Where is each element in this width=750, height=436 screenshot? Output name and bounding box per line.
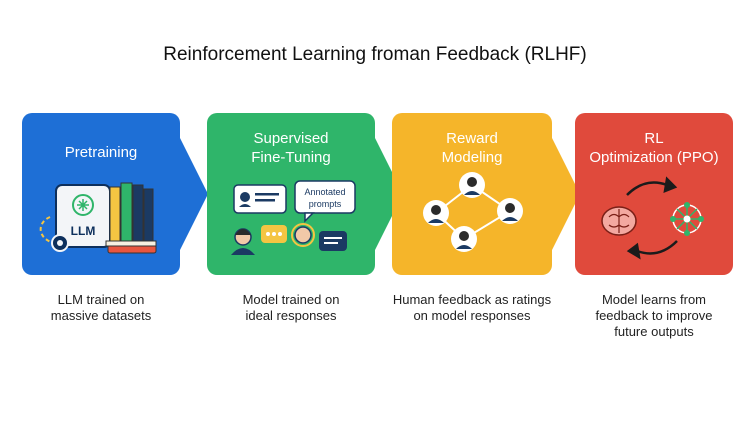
caption-rl: Model learns from feedback to improve fu… xyxy=(575,292,733,340)
caption-reward: Human feedback as ratings on model respo… xyxy=(380,292,564,324)
person-icon xyxy=(291,223,315,247)
stage-rl-optimization: RL Optimization (PPO) xyxy=(575,113,733,275)
stage-label-line: Fine-Tuning xyxy=(251,149,331,166)
gear-icon xyxy=(39,216,69,252)
rl-illustration xyxy=(601,176,704,260)
person-icon xyxy=(497,198,523,224)
stage-label-line: Pretraining xyxy=(64,144,138,161)
person-icon xyxy=(423,200,449,226)
reward-illustration xyxy=(423,172,523,252)
stage-pretraining: Pretraining LLM xyxy=(22,113,180,275)
stage-reward-modeling: Reward Modeling xyxy=(392,113,552,275)
caption-line: Model trained on xyxy=(242,292,340,307)
stage-supervised-fine-tuning: Supervised Fine-Tuning Annotated prompts xyxy=(207,113,375,275)
network-icon xyxy=(670,202,704,236)
caption-line: future outputs xyxy=(614,324,694,339)
stage-label-line: Modeling xyxy=(441,149,503,166)
chat-bubble-icon xyxy=(261,225,287,243)
annotated-prompts-bubble xyxy=(294,180,356,223)
diagram-title: Reinforcement Learning froman Feedback (… xyxy=(163,44,587,65)
caption-line: feedback to improve xyxy=(595,308,713,323)
stage-label-line: Supervised xyxy=(253,130,329,147)
bubble-text-line: Annotated xyxy=(304,187,345,197)
chat-bubble-icon xyxy=(319,231,347,251)
brain-icon xyxy=(601,206,637,236)
caption-pretraining: LLM trained on massive datasets xyxy=(22,292,180,324)
stage-label-line: RL xyxy=(644,130,664,147)
person-icon xyxy=(459,172,485,198)
bubble-text-line: prompts xyxy=(309,199,342,209)
llm-text: LLM xyxy=(71,224,96,238)
book-stack-icon xyxy=(105,182,157,254)
caption-supervised: Model trained on ideal responses xyxy=(207,292,375,324)
caption-line: Human feedback as ratings xyxy=(392,292,552,307)
stage-label-line: Optimization (PPO) xyxy=(589,149,719,166)
caption-line: on model responses xyxy=(413,308,531,323)
person-icon xyxy=(231,228,255,255)
cycle-arrows-icon xyxy=(626,176,678,260)
caption-line: massive datasets xyxy=(50,308,152,323)
llm-device-icon xyxy=(55,184,111,248)
caption-line: LLM trained on xyxy=(57,292,145,307)
flow-arrow-2 xyxy=(375,138,403,250)
pretraining-illustration: LLM xyxy=(39,182,157,254)
supervised-illustration: Annotated prompts xyxy=(231,180,356,255)
user-card-icon xyxy=(233,184,287,214)
caption-line: Model learns from xyxy=(601,292,707,307)
caption-line: ideal responses xyxy=(245,308,337,323)
flow-arrow-1 xyxy=(180,138,208,250)
stage-label-line: Reward xyxy=(446,130,498,147)
flow-arrow-3 xyxy=(552,138,580,250)
person-icon xyxy=(451,226,477,252)
